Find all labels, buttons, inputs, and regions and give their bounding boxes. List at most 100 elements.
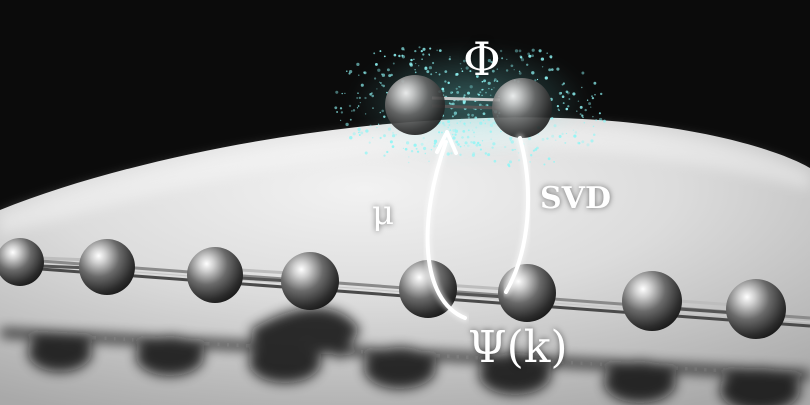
cloud-particle [527, 52, 531, 56]
cloud-particle [489, 94, 492, 97]
cloud-particle [491, 88, 493, 91]
cloud-particle [452, 128, 456, 132]
cloud-particle [518, 49, 522, 53]
cloud-particle [383, 134, 386, 138]
cloud-particle [554, 139, 557, 142]
mu-arrow [423, 130, 469, 322]
cloud-particle [406, 141, 410, 145]
cloud-particle [418, 65, 420, 67]
cloud-particle [467, 129, 470, 132]
cloud-particle [599, 92, 603, 96]
cloud-particle [532, 149, 535, 152]
cloud-particle [381, 73, 383, 75]
cloud-particle [491, 146, 494, 149]
cloud-particle [383, 154, 386, 157]
cloud-particle [360, 83, 364, 87]
cloud-particle [376, 126, 378, 129]
cloud-particle [413, 143, 417, 147]
cloud-particle [531, 54, 534, 58]
cloud-particle [468, 60, 470, 63]
cloud-particle [510, 64, 514, 68]
cloud-particle [415, 147, 418, 150]
cloud-particle [339, 119, 342, 122]
cloud-particle [336, 111, 339, 113]
cloud-particle [463, 122, 466, 125]
cloud-particle [489, 123, 494, 127]
cloud-particle [442, 121, 445, 125]
cloud-particle [471, 129, 474, 132]
cloud-particle [565, 132, 568, 135]
cloud-particle [358, 131, 360, 134]
cloud-particle [377, 68, 381, 72]
cloud-particle [485, 91, 487, 94]
cloud-particle [506, 58, 508, 61]
cloud-particle [415, 62, 417, 65]
cloud-particle [379, 50, 382, 53]
cloud-particle [565, 90, 569, 94]
cloud-particle [344, 92, 346, 95]
cloud-particle [514, 49, 519, 53]
cloud-particle [530, 154, 533, 157]
sphere [622, 271, 682, 331]
cloud-particle [383, 55, 386, 58]
sphere [187, 247, 243, 303]
cloud-particle [583, 121, 586, 124]
cloud-particle [582, 116, 584, 119]
cloud-particle [442, 89, 445, 93]
cloud-particle [436, 49, 439, 52]
cloud-particle [456, 122, 459, 125]
cloud-particle [401, 54, 404, 57]
sphere [492, 78, 552, 138]
cloud-particle [349, 136, 353, 140]
cloud-particle [538, 49, 542, 53]
cloud-particle [436, 145, 438, 147]
cloud-particle [496, 80, 499, 83]
cloud-particle [358, 74, 360, 76]
cloud-particle [428, 66, 432, 70]
cloud-particle [365, 129, 369, 133]
cloud-particle [392, 62, 395, 65]
cloud-particle [561, 132, 564, 136]
cloud-particle [504, 145, 507, 149]
cloud-particle [450, 152, 453, 155]
cloud-particle [544, 76, 548, 80]
sphere [726, 279, 786, 339]
cloud-particle [435, 71, 437, 74]
cloud-particle [433, 139, 438, 143]
cloud-particle [465, 66, 469, 70]
cloud-particle [455, 140, 459, 144]
cloud-particle [508, 164, 511, 168]
cloud-particle [364, 151, 368, 155]
cloud-particle [455, 87, 458, 90]
cloud-particle [443, 124, 446, 127]
cloud-particle [581, 86, 583, 89]
cloud-particle [418, 46, 421, 49]
cloud-particle [387, 127, 392, 131]
cloud-particle [492, 142, 496, 146]
cloud-particle [537, 133, 540, 135]
cloud-particle [490, 138, 493, 141]
cloud-particle [378, 81, 381, 83]
cloud-particle [551, 134, 555, 138]
cloud-particle [391, 145, 395, 148]
cloud-particle [452, 136, 456, 140]
cloud-particle [562, 102, 565, 105]
cloud-particle [509, 139, 512, 141]
cloud-particle [345, 122, 349, 127]
cloud-particle [371, 137, 374, 139]
cloud-particle [451, 102, 455, 106]
cloud-particle [475, 74, 480, 78]
cloud-particle [422, 53, 425, 56]
cloud-particle [409, 63, 413, 67]
cloud-particle [499, 49, 503, 53]
cloud-particle [407, 161, 410, 164]
cloud-particle [546, 52, 549, 55]
cloud-particle [541, 137, 545, 141]
cloud-particle [581, 71, 585, 75]
cloud-particle [379, 111, 382, 114]
cloud-particle [589, 106, 592, 108]
cloud-particle [341, 92, 343, 95]
cloud-particle [420, 142, 424, 146]
cloud-particle [487, 118, 491, 122]
surface-sheen [0, 123, 810, 235]
